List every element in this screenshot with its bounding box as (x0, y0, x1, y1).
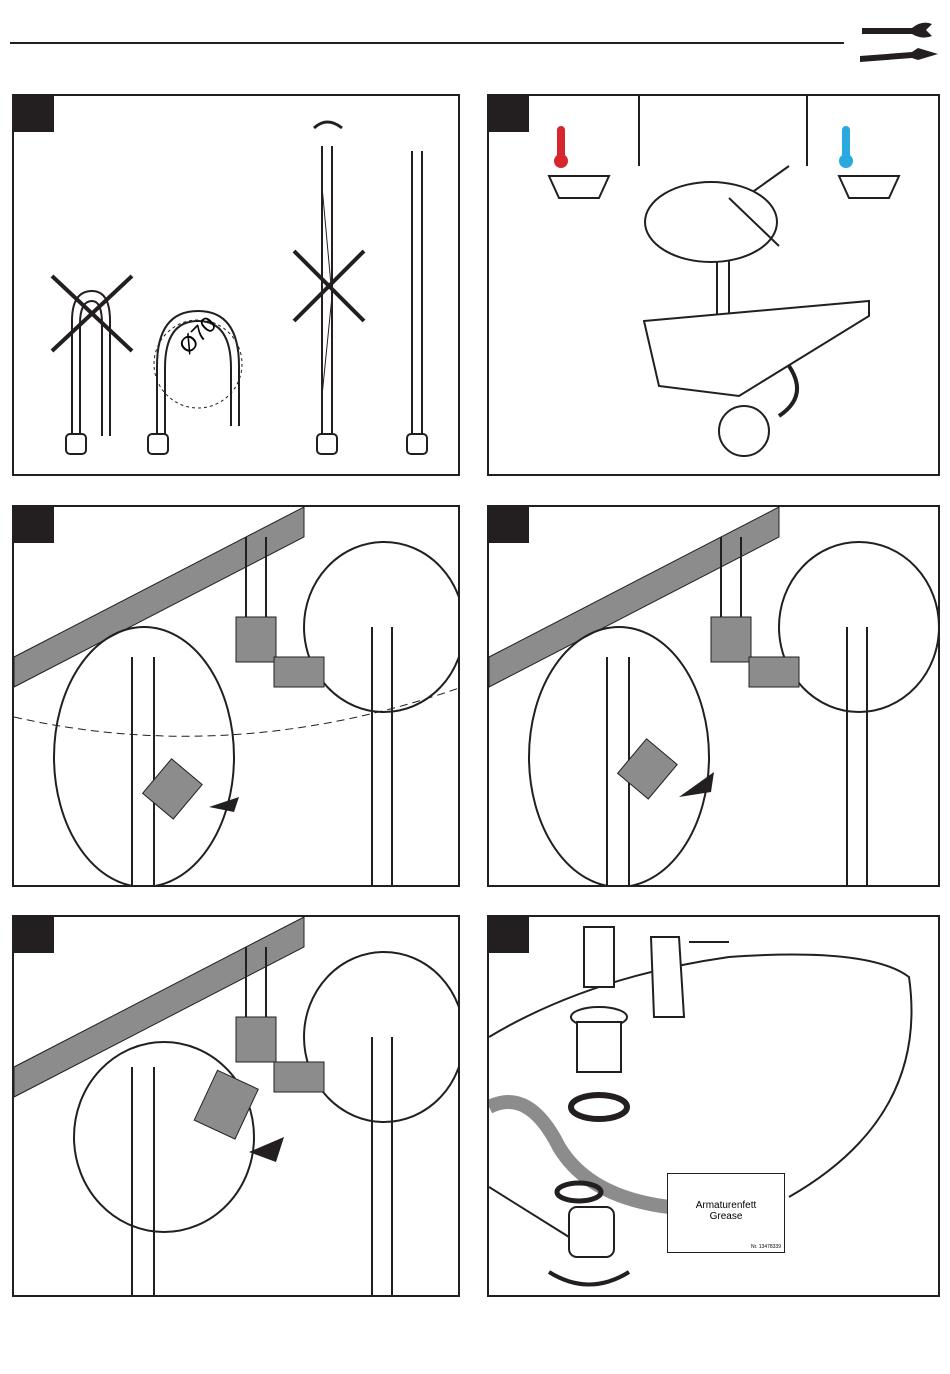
hose-connect-illustration (14, 507, 458, 885)
hose-bending-illustration (50, 120, 428, 455)
step-panel-hose-connect-pull (12, 505, 460, 887)
step-panel-hose-connect-final (12, 915, 460, 1297)
cold-thermometer-icon (842, 126, 850, 161)
step-number-box (14, 507, 54, 543)
grease-part-number: Nr. 13478339 (750, 1244, 781, 1250)
hot-thermometer-icon (557, 126, 565, 161)
hose-connect-illustration (14, 917, 458, 1295)
step-number-box (14, 917, 54, 953)
hose-connect-illustration (489, 507, 938, 885)
step-panel-hose-connect-push (487, 505, 940, 887)
step-panel-hot-cold-connection (487, 94, 940, 476)
grease-package: Armaturenfett Grease Nr. 13478339 (667, 1173, 785, 1253)
angle-valve-illustration (547, 96, 901, 457)
step-number-box (489, 917, 529, 953)
step-number-box (14, 96, 54, 132)
grease-label-en: Grease (709, 1211, 743, 1222)
step-panel-hose-bending: Ø70 (12, 94, 460, 476)
grease-label-de: Armaturenfett (695, 1200, 757, 1211)
step-number-box (489, 507, 529, 543)
step-number-box (489, 96, 529, 132)
wrench-screwdriver-icon (860, 22, 938, 62)
header-rule (10, 42, 844, 44)
drain-assembly-illustration (489, 926, 913, 1287)
step-panel-drain-assembly: Armaturenfett Grease Nr. 13478339 (487, 915, 940, 1297)
